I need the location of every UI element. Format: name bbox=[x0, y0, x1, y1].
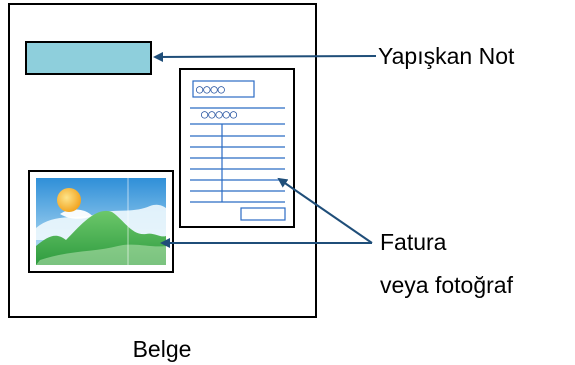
invoice-lines bbox=[190, 107, 285, 203]
sticky-note-arrow bbox=[153, 51, 377, 62]
invoice: ○○○○ ○○○○○ bbox=[179, 68, 295, 228]
photo bbox=[28, 170, 174, 273]
invoice-total-box bbox=[240, 207, 286, 221]
document-label: Belge bbox=[133, 336, 192, 362]
invoice-label-line1: Fatura bbox=[380, 229, 447, 255]
sun-icon bbox=[57, 188, 81, 212]
sticky-note-label: Yapışkan Not bbox=[378, 43, 515, 69]
invoice-header-box bbox=[192, 80, 255, 98]
invoice-label-line2: veya fotoğraf bbox=[380, 272, 514, 298]
sticky-note bbox=[25, 41, 152, 75]
invoice-header-marks: ○○○○ bbox=[196, 82, 225, 96]
invoice-arrow bbox=[277, 177, 373, 244]
invoice-title-marks: ○○○○○ bbox=[201, 107, 237, 121]
